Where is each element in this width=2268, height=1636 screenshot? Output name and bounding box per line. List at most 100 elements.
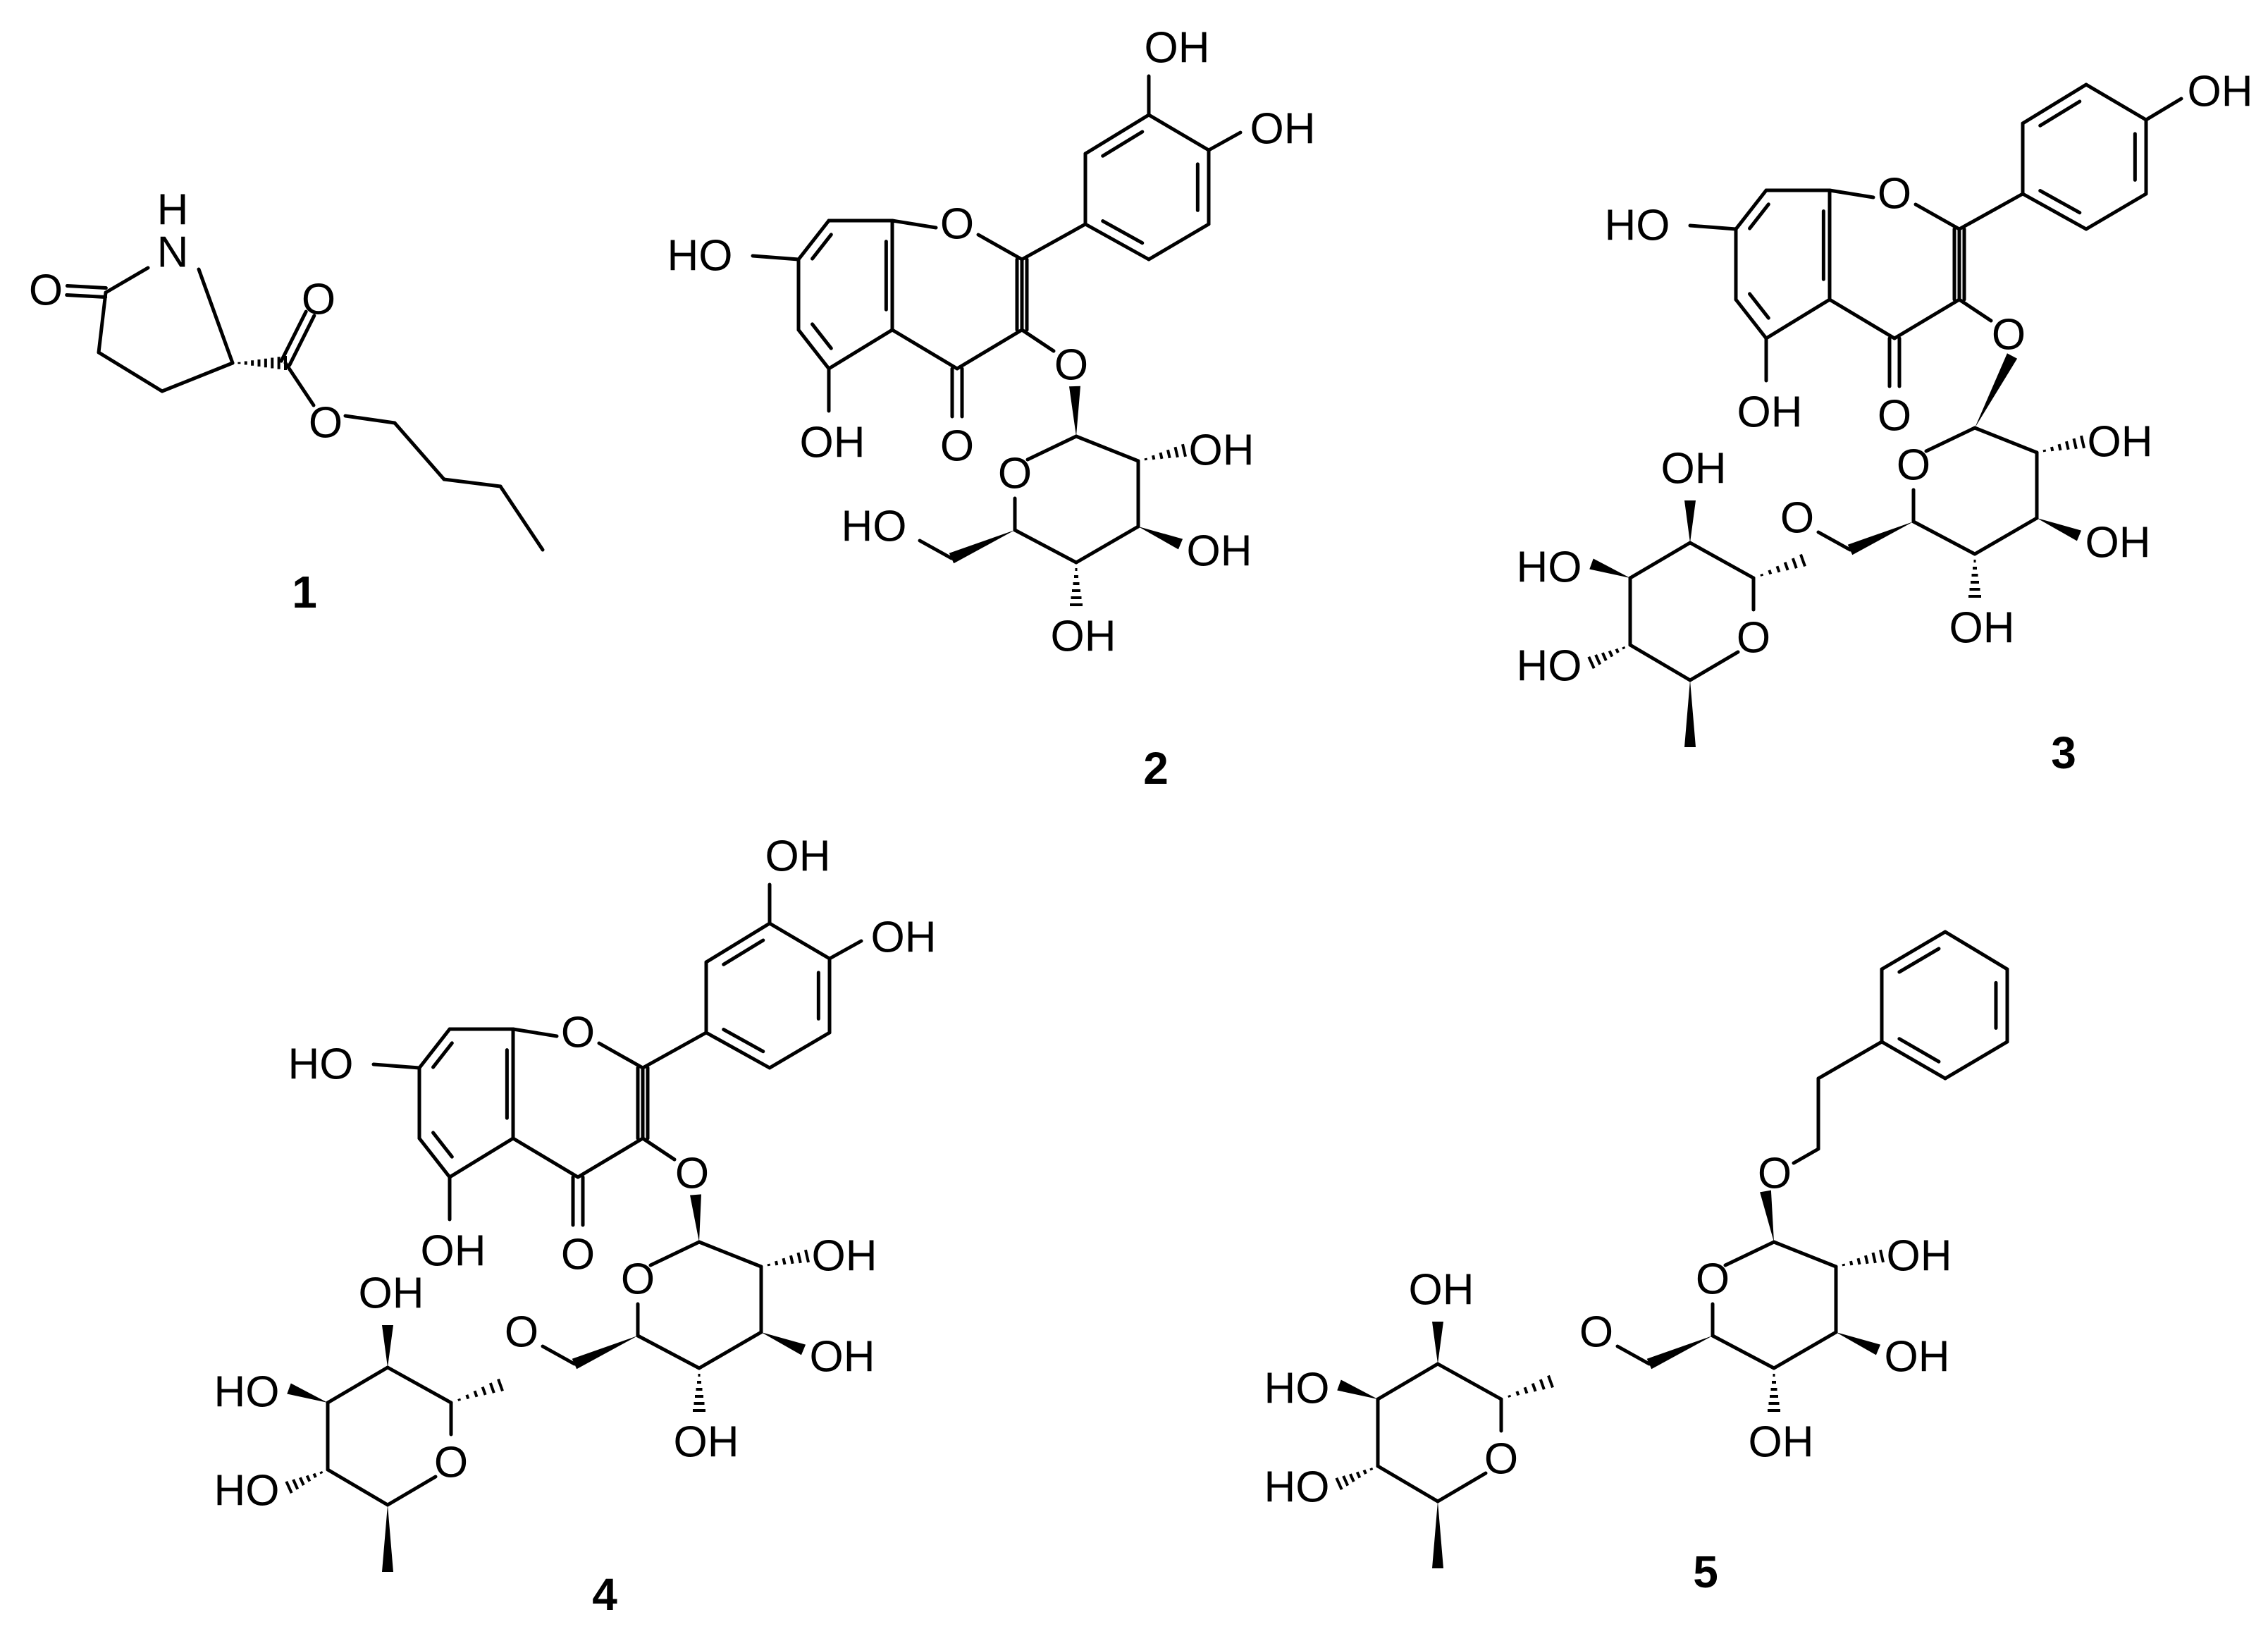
hash-stroke	[1508, 1394, 1512, 1398]
hash-stroke	[1768, 570, 1773, 575]
bond-line	[1734, 188, 1768, 231]
bond-line	[1436, 1362, 1503, 1401]
wedge-bond	[1684, 500, 1696, 543]
cpd2-glucose-ring-oxygen: O	[998, 450, 1032, 498]
bond-line	[386, 1365, 453, 1405]
cpd4-6-oxygen: O	[505, 1308, 538, 1357]
bond-line	[1772, 1240, 1838, 1269]
hash-stroke	[473, 1390, 479, 1398]
hash-stroke	[1594, 654, 1602, 665]
bond-line	[1376, 1362, 1440, 1401]
hash-stroke	[1608, 650, 1614, 658]
hash-stroke	[1775, 565, 1781, 573]
cpd3-glucose-ring-oxygen: O	[1897, 441, 1930, 490]
bond-line	[393, 421, 446, 481]
bond-line	[768, 921, 832, 961]
hash-stroke	[2065, 441, 2070, 450]
rhamnose-ring-oxygen: O	[1737, 614, 1770, 663]
wedge-bond	[2037, 518, 2082, 541]
bond-line	[417, 1027, 452, 1070]
wedge-bond	[690, 1194, 701, 1242]
cpd3-glucose-4-hydroxyl: OH	[1949, 604, 2015, 653]
wedge-bond	[1646, 1336, 1713, 1370]
cpd2-5-hydroxyl: OH	[800, 419, 865, 467]
hash-stroke	[457, 1398, 462, 1401]
bond-line	[2144, 97, 2183, 122]
bond-line	[1711, 1334, 1776, 1370]
bond-line	[326, 1468, 390, 1507]
cpd5-rha-2-hydroxyl: OH	[1409, 1266, 1474, 1315]
cpd5-glucose-4-hydroxyl: OH	[1749, 1418, 1814, 1467]
wedge-bond	[382, 1325, 393, 1367]
hash-stroke	[2057, 443, 2062, 451]
cpd3-4prime-hydroxyl: OH	[2188, 68, 2253, 116]
hash-stroke	[488, 1382, 495, 1394]
bond-line	[104, 266, 150, 295]
bond-line	[1734, 297, 1768, 340]
hash-stroke	[1587, 656, 1596, 670]
hash-stroke	[1355, 1471, 1362, 1479]
hash-stroke	[1783, 562, 1789, 571]
cpd5-glucose-3-hydroxyl: OH	[1885, 1333, 1950, 1382]
hash-stroke	[1539, 1379, 1546, 1390]
bond-line	[326, 1365, 390, 1405]
hash-stroke	[796, 1252, 802, 1264]
ester-carbonyl-oxygen: O	[302, 276, 335, 324]
bond-line	[65, 293, 108, 299]
hash-stroke	[775, 1260, 779, 1266]
bond-line	[431, 1041, 454, 1069]
bond-line	[1828, 297, 1897, 340]
wedge-bond	[572, 1336, 638, 1370]
bond-line	[1628, 541, 1692, 580]
cpd3-7-hydroxyl: HO	[1605, 202, 1670, 250]
hash-stroke	[1760, 573, 1764, 577]
hash-stroke	[767, 1263, 771, 1267]
cpd3-3-oxygen: O	[1992, 311, 2026, 359]
cpd5-glucose-2-hydroxyl: OH	[1887, 1232, 1952, 1281]
bond-line	[1816, 530, 1852, 552]
hash-stroke	[285, 1480, 293, 1494]
cpd4-4prime-hydroxyl: OH	[871, 914, 937, 962]
bond-line	[1074, 524, 1140, 565]
wedge-bond	[1069, 386, 1080, 436]
hash-stroke	[305, 1475, 312, 1482]
hash-stroke	[804, 1249, 810, 1263]
hash-stroke	[1856, 1257, 1861, 1265]
bond-line	[1772, 1330, 1838, 1370]
hash-stroke	[1615, 648, 1620, 653]
bond-line	[511, 1027, 559, 1038]
cpd5-rha-4-hydroxyl: HO	[1264, 1463, 1330, 1512]
hash-stroke	[1791, 558, 1798, 569]
cpd3-pyran-oxygen: O	[1878, 170, 1911, 219]
bond-line	[1083, 113, 1151, 156]
cpd4-glucose-4-hydroxyl: OH	[674, 1418, 739, 1467]
bond-line	[1688, 223, 1738, 231]
bond-line	[976, 233, 1024, 262]
hash-stroke	[1166, 449, 1171, 459]
bond-line	[1892, 297, 1961, 340]
hash-stroke	[1871, 1252, 1877, 1264]
wedge-bond	[949, 530, 1015, 564]
bond-line	[1911, 519, 1977, 556]
hash-stroke	[1369, 1467, 1374, 1471]
bond-line	[1897, 947, 1941, 974]
cpd2-glucose-4-hydroxyl: OH	[1051, 613, 1116, 661]
bond-line	[417, 1136, 452, 1179]
bond-line	[827, 939, 863, 961]
hash-stroke	[1879, 1249, 1885, 1263]
ester-oxygen: O	[309, 399, 343, 448]
cpd3-5-hydroxyl: OH	[1737, 388, 1803, 437]
bond-line	[1101, 219, 1145, 245]
bond-line	[1943, 1040, 2009, 1081]
bond-line	[1083, 222, 1151, 262]
bond-line	[279, 309, 308, 363]
cpd4-rha-2-hydroxyl: OH	[359, 1269, 424, 1318]
cpd4-pyran-oxygen: O	[561, 1009, 595, 1057]
cpd4-3-oxygen: O	[675, 1150, 709, 1198]
rhamnose-ring-oxygen: O	[1484, 1435, 1518, 1484]
cpd4-5-hydroxyl: OH	[421, 1227, 486, 1276]
